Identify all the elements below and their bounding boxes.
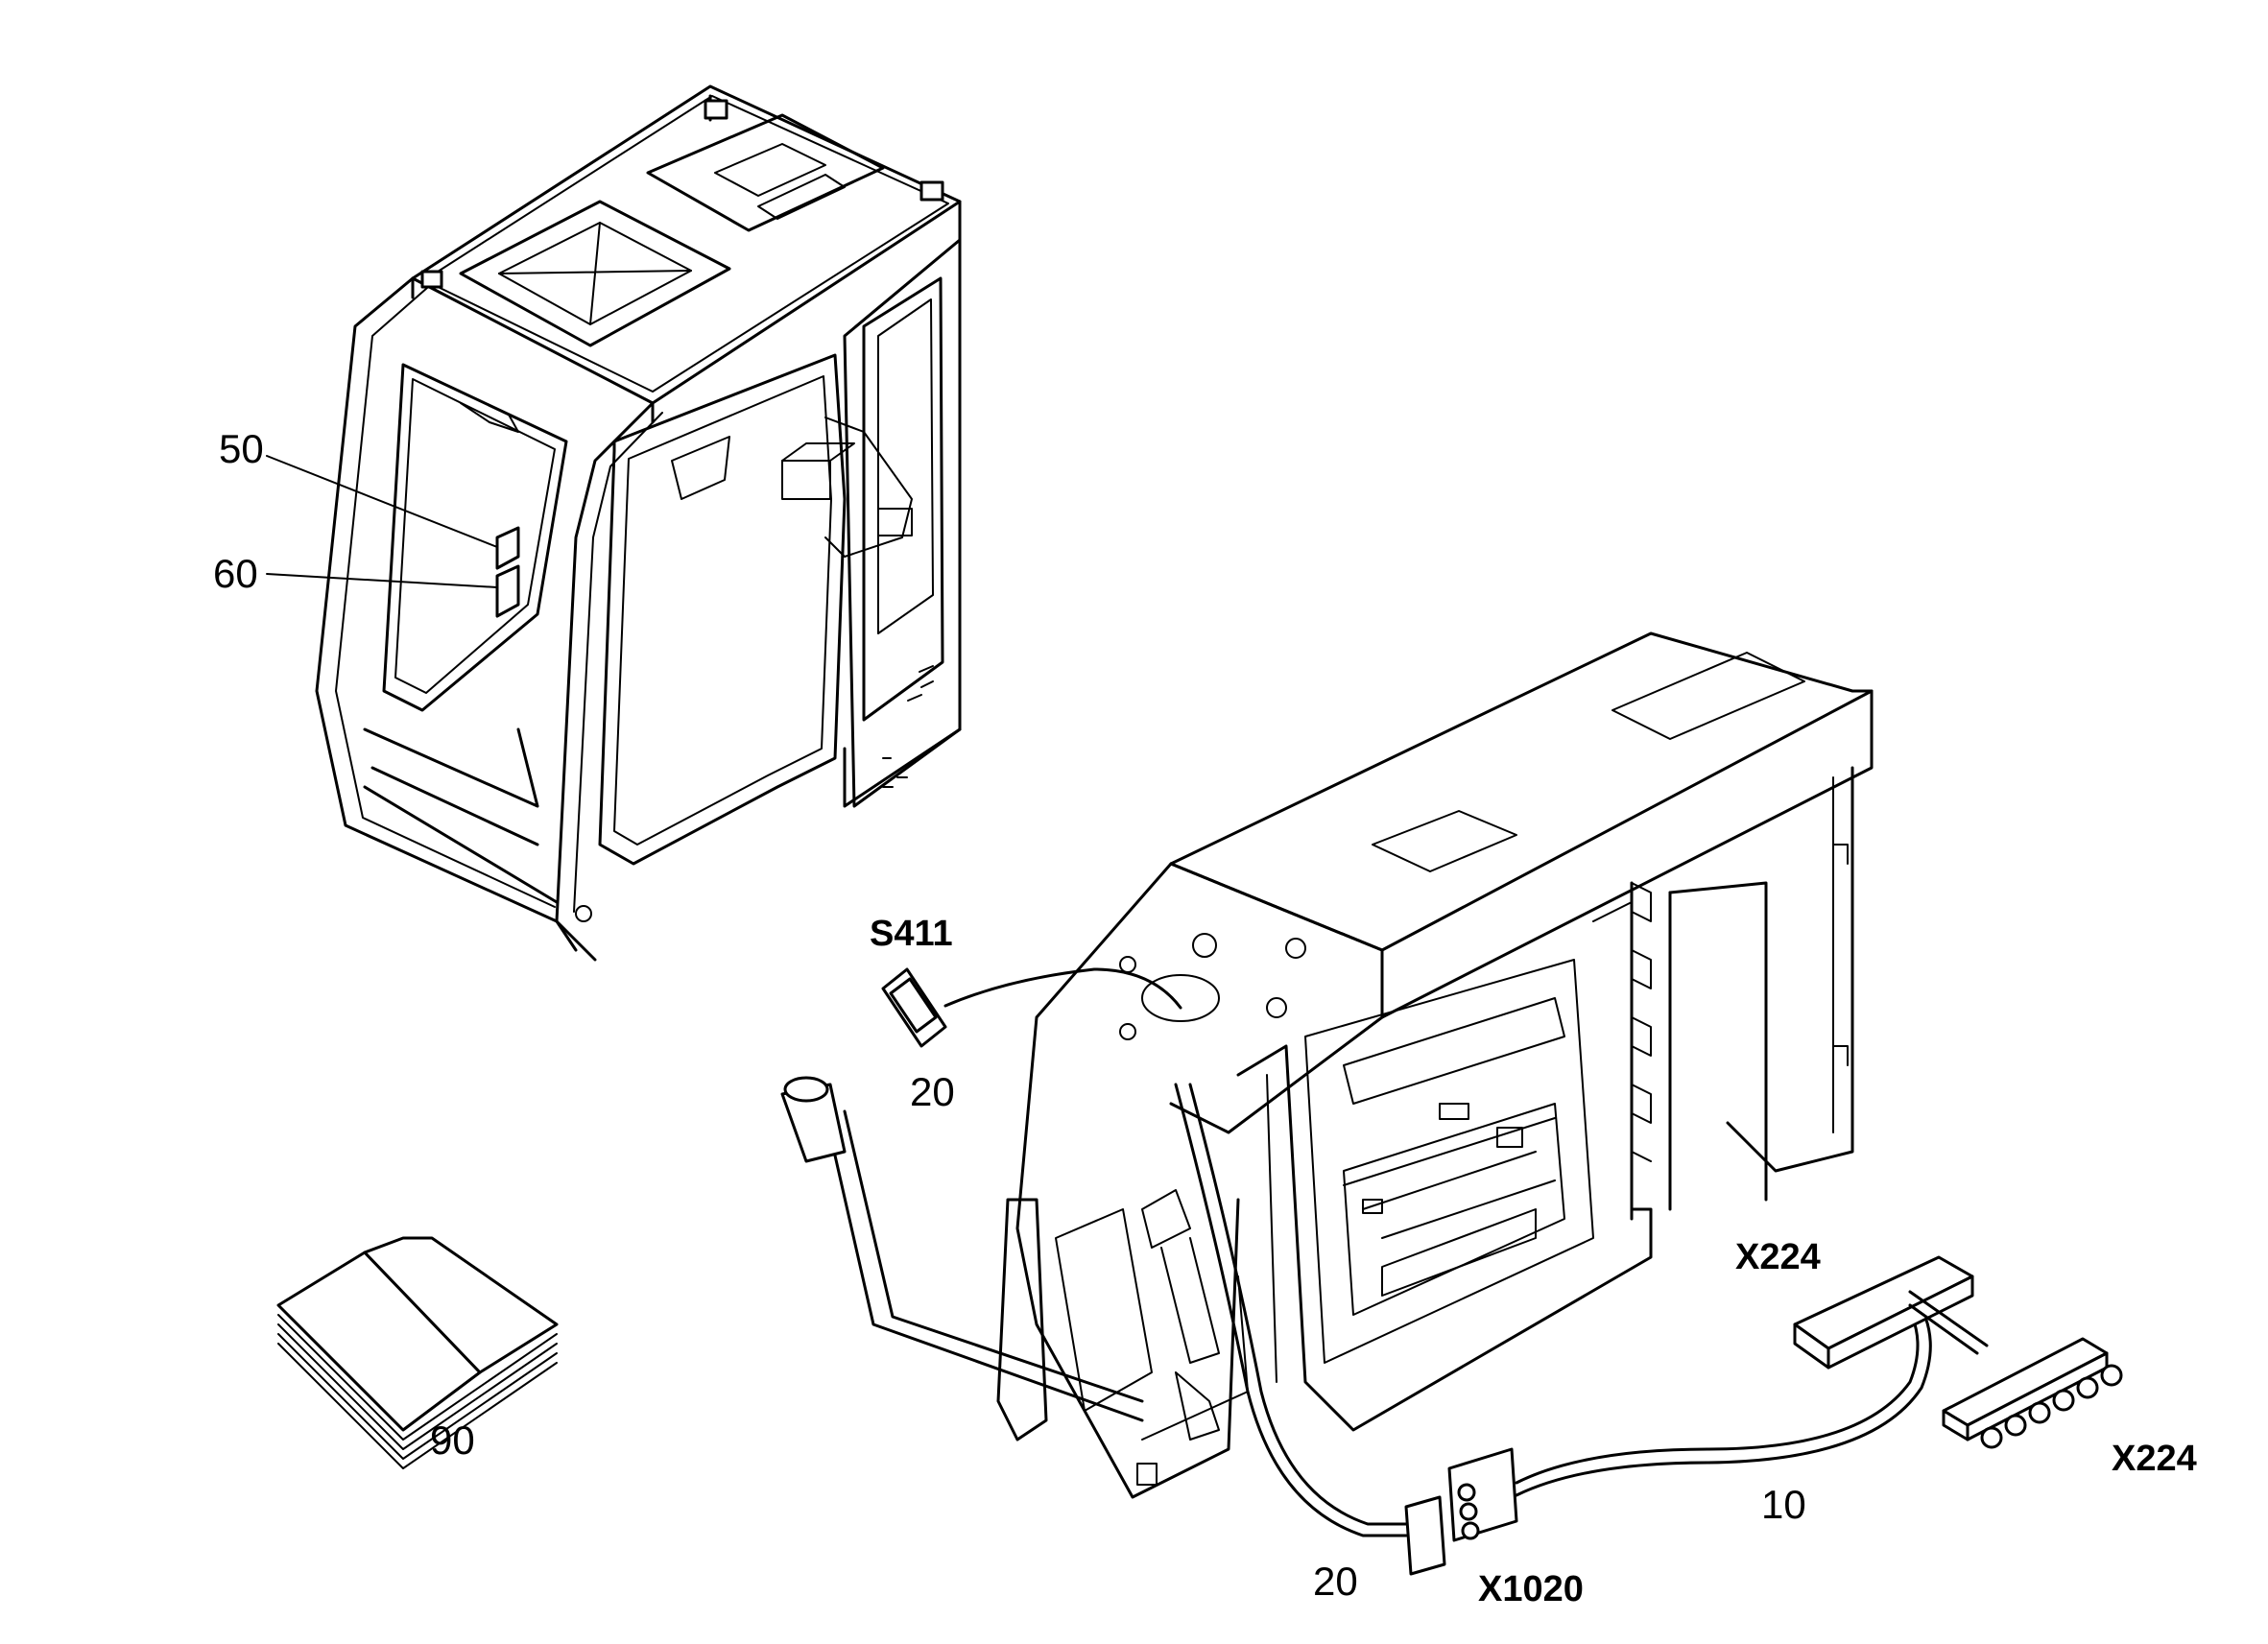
- cable-20: 20: [1174, 1083, 1408, 1604]
- callout-50: 50: [219, 426, 264, 471]
- decal-labels: [495, 526, 520, 618]
- switch-s411: S411 20: [870, 914, 1182, 1114]
- cable-10: 10: [1515, 1294, 1932, 1527]
- connector-x224-top: X224: [1735, 1237, 1821, 1277]
- callout-60-group: 60: [213, 551, 498, 596]
- control-lever: [780, 1076, 1220, 1441]
- callout-20-switch: 20: [910, 1069, 955, 1114]
- connector-x1020-part: X1020: [1404, 1447, 1584, 1609]
- callout-10: 10: [1761, 1482, 1806, 1527]
- operator-manual: 90: [276, 1236, 559, 1469]
- connector-s411: S411: [870, 914, 953, 954]
- connector-x224-part: X224 X224: [1735, 1237, 2197, 1479]
- callout-90: 90: [430, 1418, 475, 1463]
- connector-x224-right: X224: [2112, 1439, 2197, 1479]
- cab-frame: [315, 84, 962, 962]
- control-console: [996, 631, 1874, 1499]
- connector-x1020: X1020: [1478, 1569, 1584, 1609]
- callout-20-cable: 20: [1313, 1559, 1358, 1604]
- callout-50-group: 50: [219, 426, 498, 548]
- callout-60: 60: [213, 551, 258, 596]
